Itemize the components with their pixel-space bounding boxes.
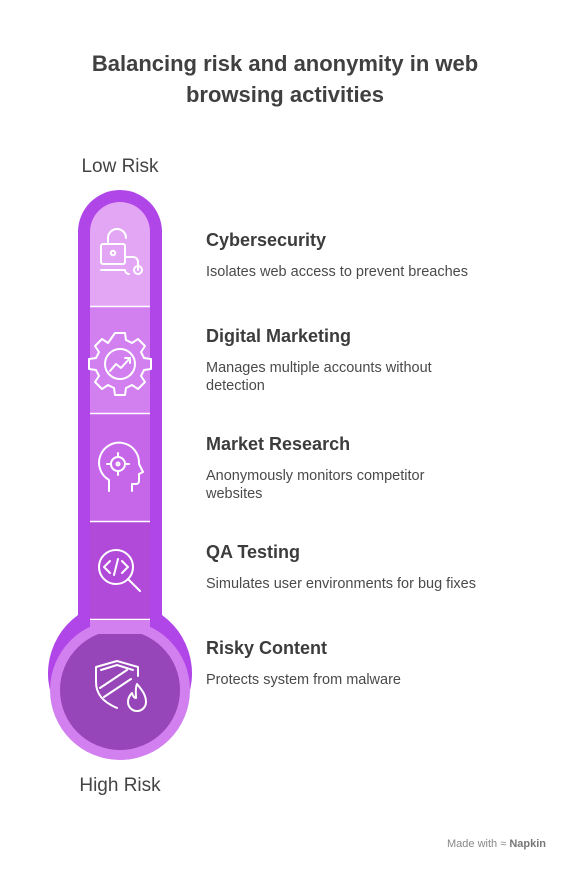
item-title: Market Research: [206, 434, 351, 454]
segment-dividers: [90, 305, 150, 621]
napkin-branding[interactable]: Made with ≈ Napkin: [447, 838, 546, 850]
item-market-research: Market Research Anonymously monitors com…: [206, 433, 526, 503]
branding-name: Napkin: [509, 838, 546, 850]
bulb-inner: [60, 630, 180, 750]
item-title: QA Testing: [206, 542, 300, 562]
high-risk-label: High Risk: [79, 775, 161, 796]
item-title: Risky Content: [206, 638, 328, 658]
diagram-title: Balancing risk and anonymity in web brow…: [91, 51, 479, 107]
item-risky-content: Risky Content Protects system from malwa…: [206, 637, 526, 689]
item-title: Cybersecurity: [206, 230, 327, 250]
code-search-icon: [98, 549, 141, 592]
branding-prefix: Made with: [447, 838, 498, 850]
item-description: Manages multiple accounts without detect…: [206, 360, 432, 394]
item-digital-marketing: Digital Marketing Manages multiple accou…: [206, 325, 526, 395]
item-cybersecurity: Cybersecurity Isolates web access to pre…: [206, 229, 526, 281]
napkin-logo-icon: ≈: [500, 838, 507, 850]
item-description: Isolates web access to prevent breaches: [206, 264, 468, 280]
gear-chart-icon: [88, 332, 152, 396]
item-qa-testing: QA Testing Simulates user environments f…: [206, 541, 526, 593]
head-target-icon: [98, 441, 144, 492]
segment-cybersecurity: [90, 202, 150, 306]
item-description: Anonymously monitors competitor websites: [206, 468, 425, 502]
item-title: Digital Marketing: [206, 326, 352, 346]
item-description: Protects system from malware: [206, 672, 401, 688]
low-risk-label: Low Risk: [81, 156, 159, 177]
padlock-icon: [100, 228, 143, 275]
item-description: Simulates user environments for bug fixe…: [206, 576, 476, 592]
shield-fire-icon: [95, 660, 147, 712]
segment-digital-marketing: [90, 307, 150, 413]
